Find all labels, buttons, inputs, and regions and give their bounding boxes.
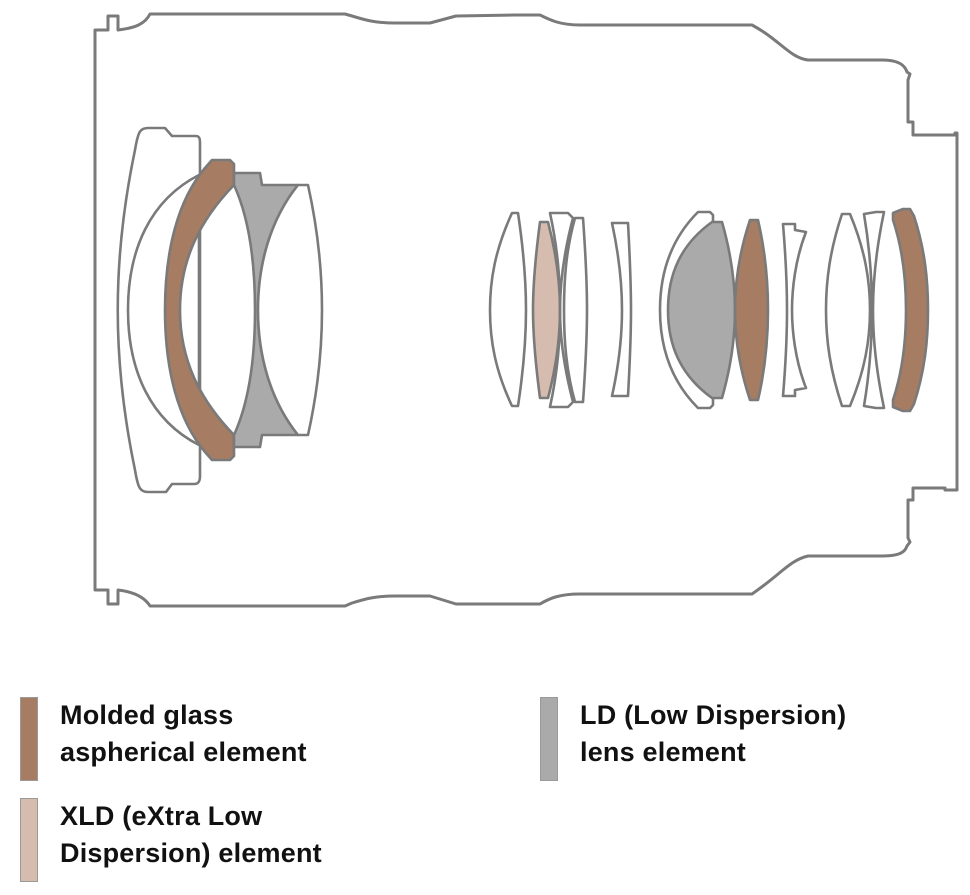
legend-label-ld: LD (Low Dispersion) lens element <box>580 697 846 781</box>
lens-element-rear-2-ld <box>666 220 737 400</box>
lens-element-mid-4 <box>562 216 589 404</box>
legend-label-line2: aspherical element <box>60 737 307 767</box>
legend-swatch-molded-aspherical <box>20 697 38 781</box>
legend-label-line1: XLD (eXtra Low <box>60 801 263 831</box>
lens-element-rear-5 <box>824 212 872 408</box>
lens-element-front-2-aspherical <box>163 158 236 462</box>
lens-element-rear-6 <box>862 210 886 410</box>
lens-element-front-4 <box>256 183 324 437</box>
legend-swatch-ld <box>540 697 558 781</box>
legend-swatch-xld <box>20 798 38 882</box>
legend-item-xld: XLD (eXtra Low Dispersion) element <box>20 798 322 882</box>
legend-label-line2: Dispersion) element <box>60 838 322 868</box>
legend-label-xld: XLD (eXtra Low Dispersion) element <box>60 798 322 882</box>
lens-element-rear-4 <box>781 222 808 398</box>
legend-item-molded-aspherical: Molded glass aspherical element <box>20 697 307 781</box>
lens-barrel-outline <box>93 12 959 608</box>
legend-label-line1: LD (Low Dispersion) <box>580 700 847 730</box>
legend-item-ld: LD (Low Dispersion) lens element <box>540 697 846 781</box>
lens-element-mid-3 <box>548 211 575 409</box>
lens-element-mid-1 <box>488 211 528 408</box>
lens-construction-diagram <box>93 12 959 608</box>
legend-label-line1: Molded glass <box>60 700 234 730</box>
lens-element-rear-3-aspherical <box>733 218 770 402</box>
legend-label-molded-aspherical: Molded glass aspherical element <box>60 697 307 781</box>
lens-element-mid-5 <box>610 221 633 398</box>
legend-label-line2: lens element <box>580 737 746 767</box>
lens-element-rear-7-aspherical <box>891 207 930 413</box>
